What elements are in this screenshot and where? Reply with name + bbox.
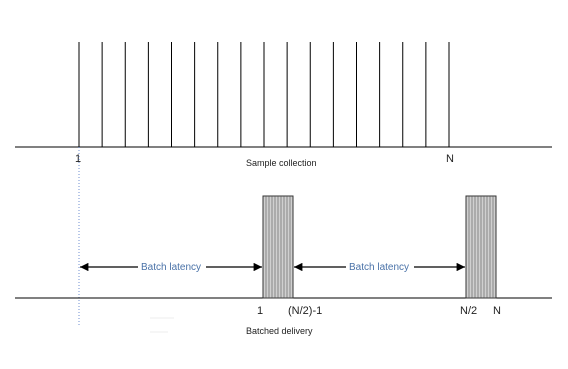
batch-block-2 [465,195,497,299]
batched-delivery-caption: Batched delivery [246,326,313,336]
batch1-start-label: 1 [257,305,263,317]
sample-end-label: N [446,153,454,165]
sample-start-label: 1 [75,153,81,165]
batch2-start-label: N/2 [460,305,477,317]
batch1-end-label: (N/2)-1 [288,305,322,317]
sample-ticks [78,42,450,147]
batch-block-1 [262,195,294,299]
sample-collection-caption: Sample collection [246,158,317,168]
latency-label-2: Batch latency [349,262,409,273]
batch2-end-label: N [493,305,501,317]
latency-label-1: Batch latency [141,262,201,273]
